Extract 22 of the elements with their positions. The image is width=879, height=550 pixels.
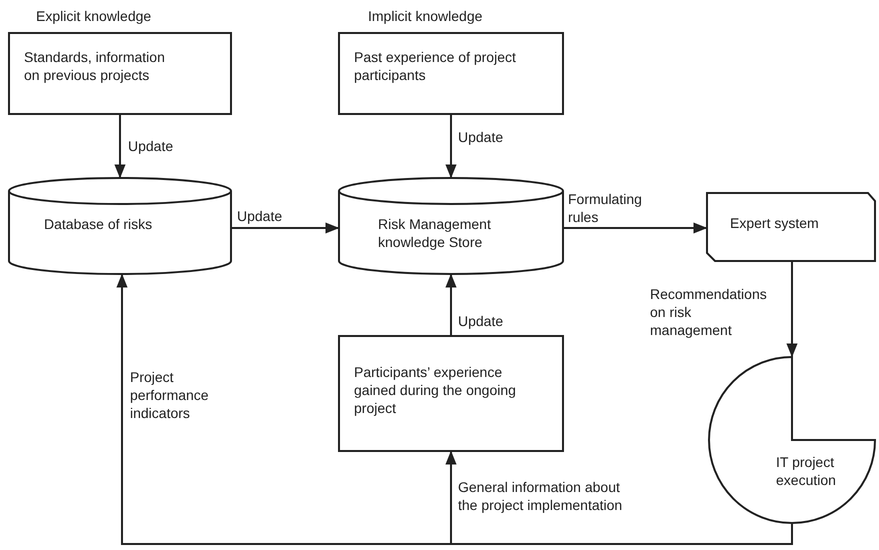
process-box: [338, 335, 564, 452]
arrow: [232, 222, 340, 234]
database-cylinder: [8, 177, 232, 275]
arrow: [445, 115, 457, 178]
heading: Implicit knowledge: [368, 8, 482, 26]
arrow: [564, 222, 708, 234]
node-text: IT project execution: [776, 453, 837, 490]
node-text: Participants’ experience gained during the ongoing project: [354, 363, 517, 418]
arrow: [445, 450, 793, 545]
database-cylinder: [338, 177, 564, 275]
arrow: [445, 274, 457, 335]
arrow: [114, 115, 126, 178]
node-text: Expert system: [730, 214, 820, 232]
node-text: Database of risks: [44, 215, 154, 234]
process-box: [338, 32, 564, 115]
process-box: [8, 32, 232, 115]
node-text: Standards, information on previous projects: [24, 48, 166, 84]
arrow: [786, 262, 798, 358]
node-text: Risk Management knowledge Store: [378, 215, 492, 252]
expert-system-box: [706, 192, 876, 262]
node-text: Past experience of project participants: [354, 48, 517, 84]
heading: Explicit knowledge: [36, 8, 152, 26]
